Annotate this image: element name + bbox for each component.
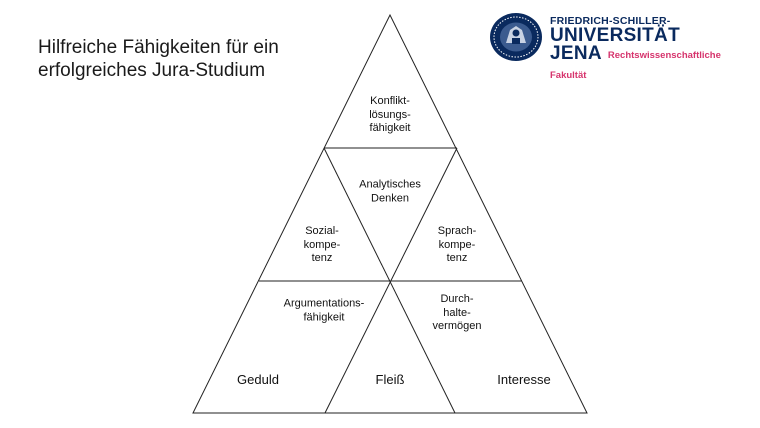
label-interesse: Interesse (497, 372, 551, 387)
label-durchhaltevermoegen: Durch- halte- vermögen (432, 292, 482, 332)
label-fleiss: Fleiß (375, 372, 405, 387)
label-sozialkompetenz: Sozial- kompe- tenz (303, 224, 341, 264)
title-line-1: Hilfreiche Fähigkeiten für ein (38, 37, 279, 58)
label-konfliktloesung: Konflikt- lösungs- fähigkeit (369, 94, 411, 134)
logo-line-2: UNIVERSITÄT (550, 25, 680, 46)
logo-faculty: Rechtswissenschaftliche Fakultät (550, 50, 721, 81)
logo-line-1: FRIEDRICH-SCHILLER- (550, 15, 671, 27)
label-geduld: Geduld (237, 372, 279, 387)
slide-title: Hilfreiche Fähigkeiten für ein erfolgrei… (38, 36, 279, 82)
pyramid-line-right-diag (324, 147, 458, 414)
university-seal-icon (490, 13, 542, 61)
pyramid-line-left-diag (323, 147, 456, 414)
label-sprachkompetenz: Sprach- kompe- tenz (437, 224, 477, 264)
label-analytisches-denken: Analytisches Denken (359, 178, 421, 205)
logo-jena: JENA (550, 43, 602, 64)
pyramid-outline (192, 13, 588, 414)
title-line-2: erfolgreiches Jura-Studium (38, 60, 266, 81)
label-argumentationsfaehigkeit: Argumentations- fähigkeit (283, 297, 365, 324)
